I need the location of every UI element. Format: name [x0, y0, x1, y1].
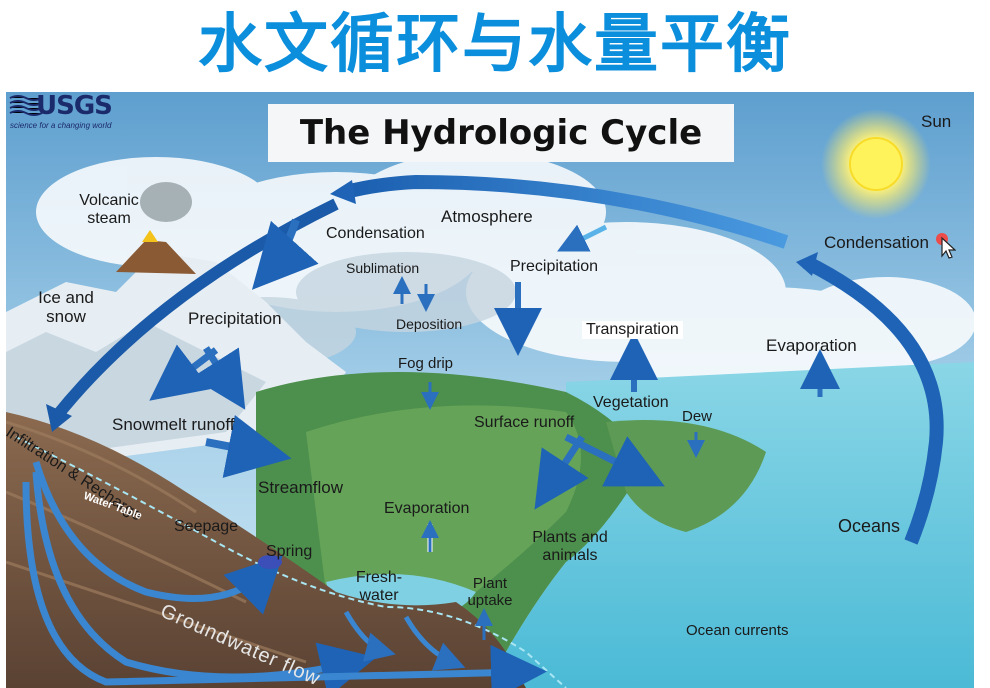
label-surface-runoff: Surface runoff: [474, 414, 575, 431]
label-sublimation: Sublimation: [346, 260, 420, 276]
label-dew: Dew: [682, 408, 713, 425]
page-title: 水文循环与水量平衡: [198, 8, 792, 82]
label-ocean-currents: Ocean currents: [686, 622, 789, 639]
label-transpiration: Transpiration: [582, 321, 683, 339]
label-deposition: Deposition: [396, 316, 463, 332]
usgs-logo-tagline: science for a changing world: [10, 121, 112, 130]
label-spring: Spring: [266, 543, 313, 560]
label-evaporation-ocean: Evaporation: [766, 336, 857, 355]
diagram-title-banner: The Hydrologic Cycle: [268, 104, 734, 162]
label-freshwater: Fresh- water: [355, 569, 403, 604]
label-condensation-left: Condensation: [326, 225, 425, 242]
label-streamflow: Streamflow: [258, 478, 344, 497]
usgs-logo-text: USGS: [36, 92, 113, 121]
label-fog-drip: Fog drip: [398, 355, 454, 372]
label-vegetation: Vegetation: [593, 394, 669, 411]
label-precipitation-left: Precipitation: [188, 309, 282, 328]
label-seepage: Seepage: [174, 518, 239, 535]
label-precipitation-center: Precipitation: [510, 258, 599, 275]
hydrologic-cycle-diagram: USGS science for a changing world The Hy…: [6, 92, 974, 688]
diagram-title: The Hydrologic Cycle: [299, 113, 703, 153]
label-atmosphere: Atmosphere: [441, 207, 533, 226]
label-ice-and-snow: Ice and snow: [38, 288, 94, 327]
label-snowmelt-runoff: Snowmelt runoff: [112, 415, 235, 434]
label-plants-and-animals: Plants and animals: [532, 529, 608, 564]
mouse-cursor-icon: [936, 233, 956, 259]
label-condensation-right: Condensation: [824, 233, 929, 252]
diagram-illustration: [6, 92, 974, 688]
label-oceans: Oceans: [838, 516, 901, 536]
label-evaporation-land: Evaporation: [384, 500, 470, 517]
label-volcanic-steam: Volcanic steam: [79, 192, 139, 227]
label-plant-uptake: Plant uptake: [467, 575, 513, 609]
label-sun: Sun: [921, 112, 952, 131]
usgs-logo: USGS science for a changing world: [6, 92, 156, 138]
usgs-logo-mark: [9, 95, 43, 116]
